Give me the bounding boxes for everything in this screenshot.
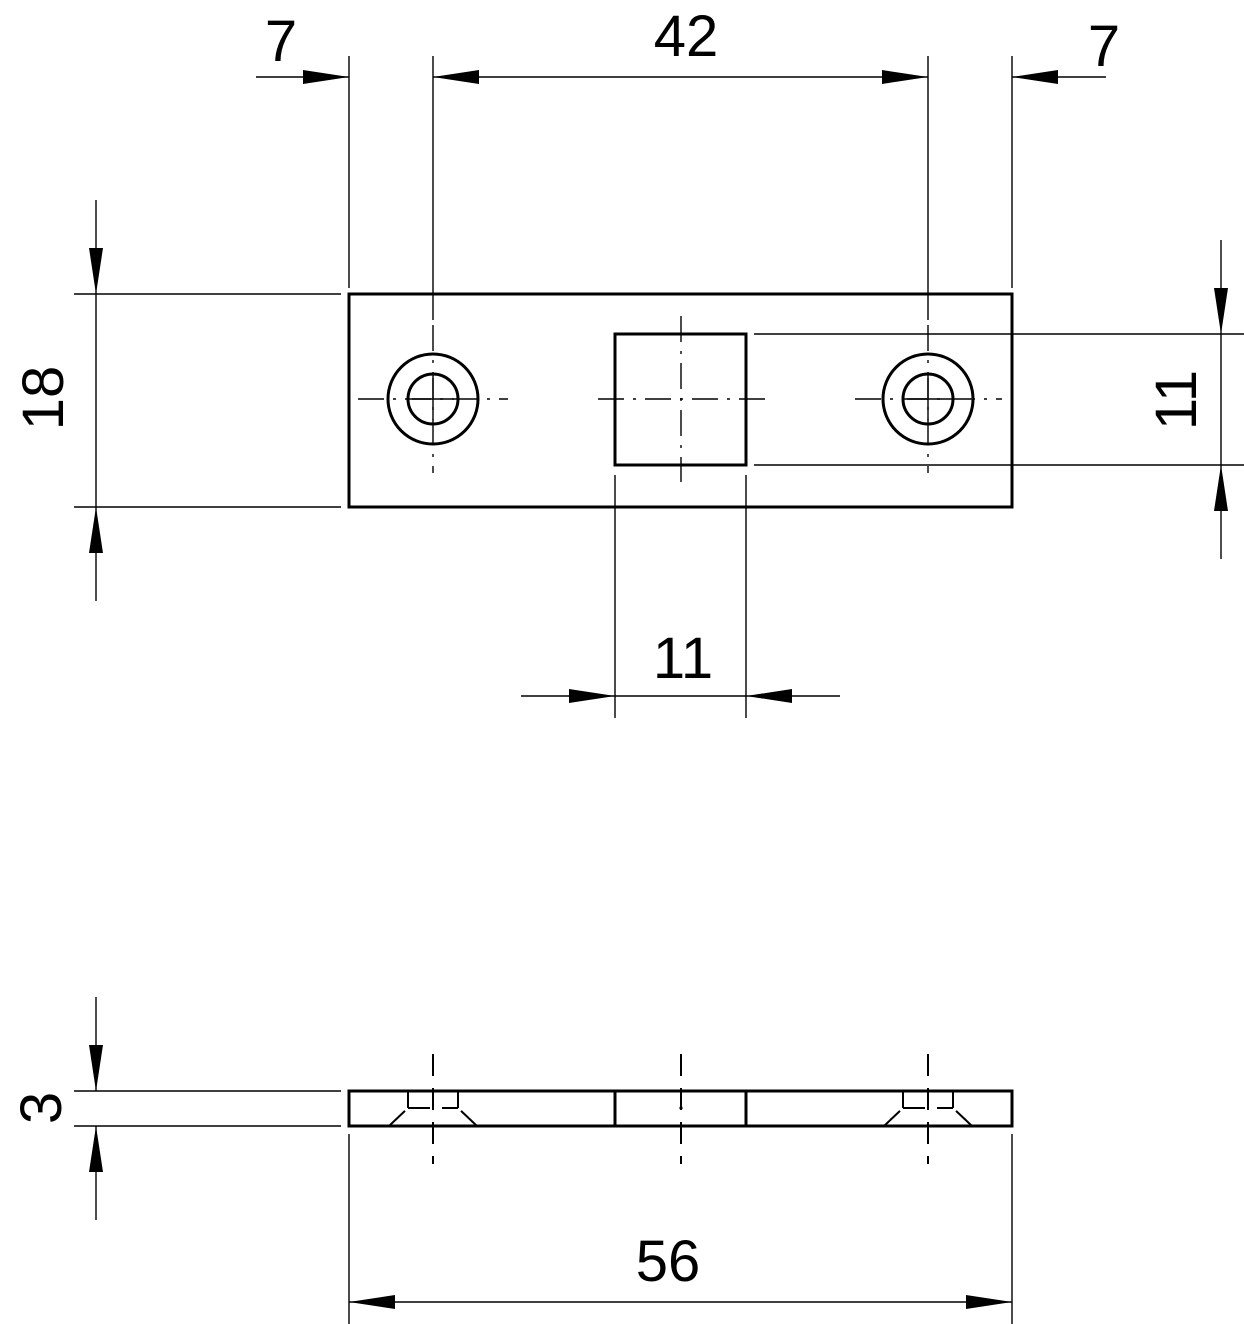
square-centerlines xyxy=(598,316,765,482)
plate-outline xyxy=(347,292,1014,509)
top-view xyxy=(347,292,1014,509)
square-width-dimension: 11 xyxy=(521,475,840,718)
side-view xyxy=(347,1054,1014,1164)
dim-right-margin: 7 xyxy=(1088,14,1120,79)
dim-left-margin: 7 xyxy=(265,9,297,74)
thickness-dimension: 3 xyxy=(9,997,341,1220)
left-countersink xyxy=(388,1091,478,1127)
right-countersink xyxy=(883,1091,973,1127)
dim-square-height: 11 xyxy=(1144,370,1209,430)
total-length-dimension: 56 xyxy=(348,1134,1013,1324)
square-height-dimension: 11 xyxy=(754,240,1244,559)
dim-thickness: 3 xyxy=(9,1092,74,1124)
left-hole xyxy=(358,325,508,473)
top-dimensions: 7 42 7 xyxy=(256,4,1120,320)
right-hole xyxy=(855,325,1002,473)
dim-hole-spacing: 42 xyxy=(654,4,719,69)
dim-plate-height: 18 xyxy=(11,366,76,431)
height-dimension: 18 xyxy=(11,200,341,601)
dim-total-length: 56 xyxy=(636,1229,701,1294)
dim-square-width: 11 xyxy=(653,626,713,691)
